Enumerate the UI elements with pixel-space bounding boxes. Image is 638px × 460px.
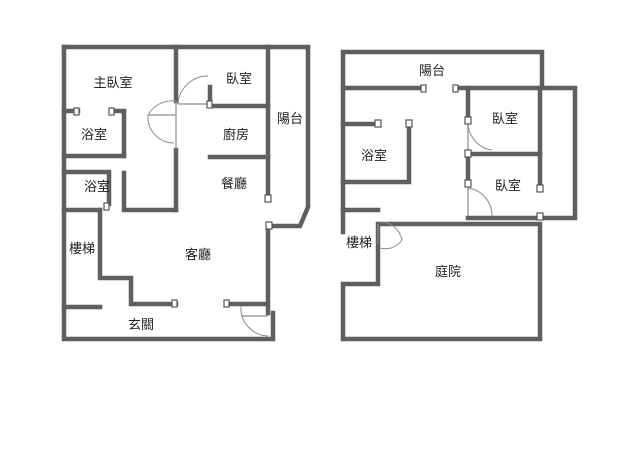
room-label-bedroom-lower: 臥室 <box>495 178 521 194</box>
left-plan-doors <box>73 75 273 337</box>
room-label-bedroom-upper: 臥室 <box>492 111 518 127</box>
left-floor-plan: 主臥室 臥室 陽台 浴室 廚房 浴室 餐廳 樓梯 客廳 玄關 <box>61 44 311 342</box>
room-label-bedroom: 臥室 <box>226 71 252 87</box>
room-label-balcony: 陽台 <box>277 112 303 127</box>
left-plan-walls <box>61 44 311 342</box>
room-label-balcony-right: 陽台 <box>419 64 445 79</box>
room-label-living-room: 客廳 <box>185 247 211 263</box>
room-label-bathroom-upper: 浴室 <box>81 127 107 143</box>
room-label-stairs-right: 樓梯 <box>346 236 372 251</box>
right-plan-walls <box>340 49 578 342</box>
right-plan-doors <box>374 84 544 250</box>
room-label-bathroom-right: 浴室 <box>361 148 387 164</box>
right-floor-plan: 陽台 浴室 臥室 臥室 樓梯 庭院 <box>340 49 578 342</box>
room-label-stairs: 樓梯 <box>69 242 95 257</box>
room-label-dining-room: 餐廳 <box>221 176 247 192</box>
room-label-bathroom-lower: 浴室 <box>84 179 110 195</box>
room-label-kitchen: 廚房 <box>223 127 249 143</box>
room-label-master-bedroom: 主臥室 <box>93 75 132 91</box>
room-label-courtyard: 庭院 <box>435 264 461 280</box>
room-label-entrance: 玄關 <box>128 318 154 333</box>
